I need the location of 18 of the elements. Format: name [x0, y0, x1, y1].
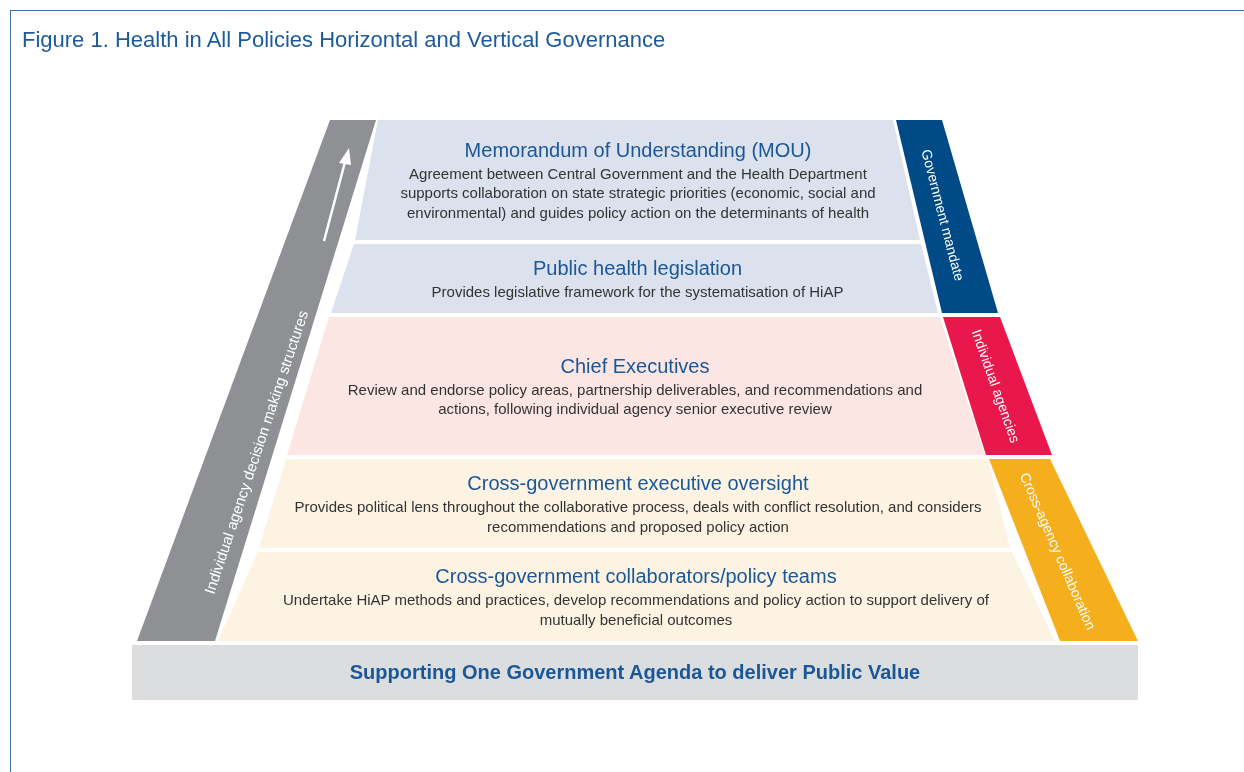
tier-description: Undertake HiAP methods and practices, develop recommendations and policy action to support delivery of mutually beneficial outcomes: [282, 590, 990, 629]
base-bar: [132, 645, 1138, 700]
tier-heading: Memorandum of Understanding (MOU): [464, 138, 812, 163]
tier-heading: Cross-government collaborators/policy teams: [435, 564, 837, 589]
tier-heading: Cross-government executive oversight: [467, 471, 809, 496]
pyramid-tier: [355, 120, 920, 240]
side-band: [896, 120, 998, 313]
figure-title: Figure 1. Health in All Policies Horizontal and Vertical Governance: [22, 27, 666, 53]
tier-heading: Public health legislation: [533, 255, 742, 280]
tier-description: Provides political lens throughout the collaborative process, deals with conflict resolution, and considers recommendations and proposed policy action: [293, 497, 983, 536]
side-band: [989, 459, 1138, 641]
tier-description: Review and endorse policy areas, partnership deliverables, and recommendations and actions, following individual agency senior executive review: [346, 379, 924, 419]
base-label: Supporting One Government Agenda to deliver Public Value: [349, 661, 921, 684]
tier-heading: Chief Executives: [560, 353, 710, 378]
pyramid-tier: [331, 244, 938, 313]
tier-description: Provides legislative framework for the systematisation of HiAP: [431, 281, 844, 302]
tier-description: Agreement between Central Government and the Health Department supports collaboration on state strategic priorities (economic, social and environmental) and guides policy action on the determinants of health: [399, 164, 877, 222]
side-band: [943, 317, 1052, 455]
